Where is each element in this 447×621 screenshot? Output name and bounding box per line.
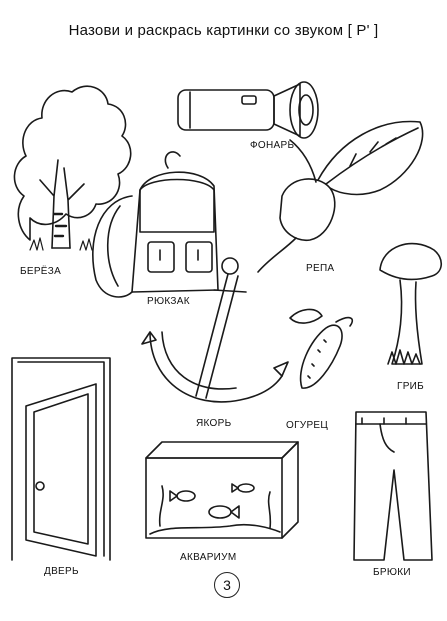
label-door: ДВЕРЬ — [44, 566, 79, 577]
birch-tree-picture — [13, 85, 132, 251]
label-aquarium: АКВАРИУМ — [180, 552, 237, 563]
label-anchor: ЯКОРЬ — [196, 418, 232, 429]
label-backpack: РЮКЗАК — [147, 296, 190, 307]
door-picture — [11, 357, 111, 561]
mushroom-picture — [379, 242, 443, 365]
label-birch: БЕРЁЗА — [20, 266, 62, 277]
backpack-picture — [92, 151, 219, 298]
label-trousers: БРЮКИ — [373, 567, 411, 578]
cucumber-picture — [289, 308, 354, 389]
turnip-picture — [257, 120, 424, 273]
page-title: Назови и раскрась картинки со звуком [ Р… — [68, 22, 379, 39]
trousers-picture — [353, 411, 433, 561]
label-mushroom: ГРИБ — [397, 381, 425, 392]
aquarium-picture — [145, 441, 299, 539]
page-number: 3 — [214, 572, 240, 598]
label-turnip: РЕПА — [306, 263, 335, 274]
label-flashlight: ФОНАРЬ — [250, 140, 295, 151]
flashlight-picture — [177, 81, 319, 139]
label-cucumber: ОГУРЕЦ — [286, 420, 329, 431]
anchor-picture — [141, 257, 289, 403]
